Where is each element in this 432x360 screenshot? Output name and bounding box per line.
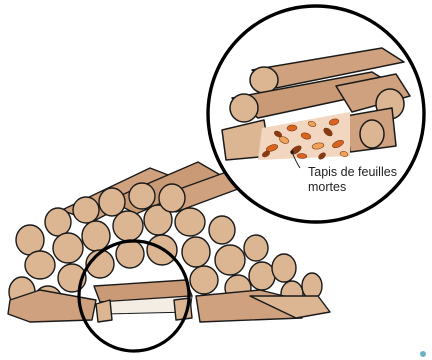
credit xyxy=(420,351,426,357)
woodpile-opening xyxy=(94,280,192,322)
credit-logo-icon xyxy=(420,351,426,357)
annotation-label: Tapis de feuilles mortes xyxy=(308,165,408,195)
